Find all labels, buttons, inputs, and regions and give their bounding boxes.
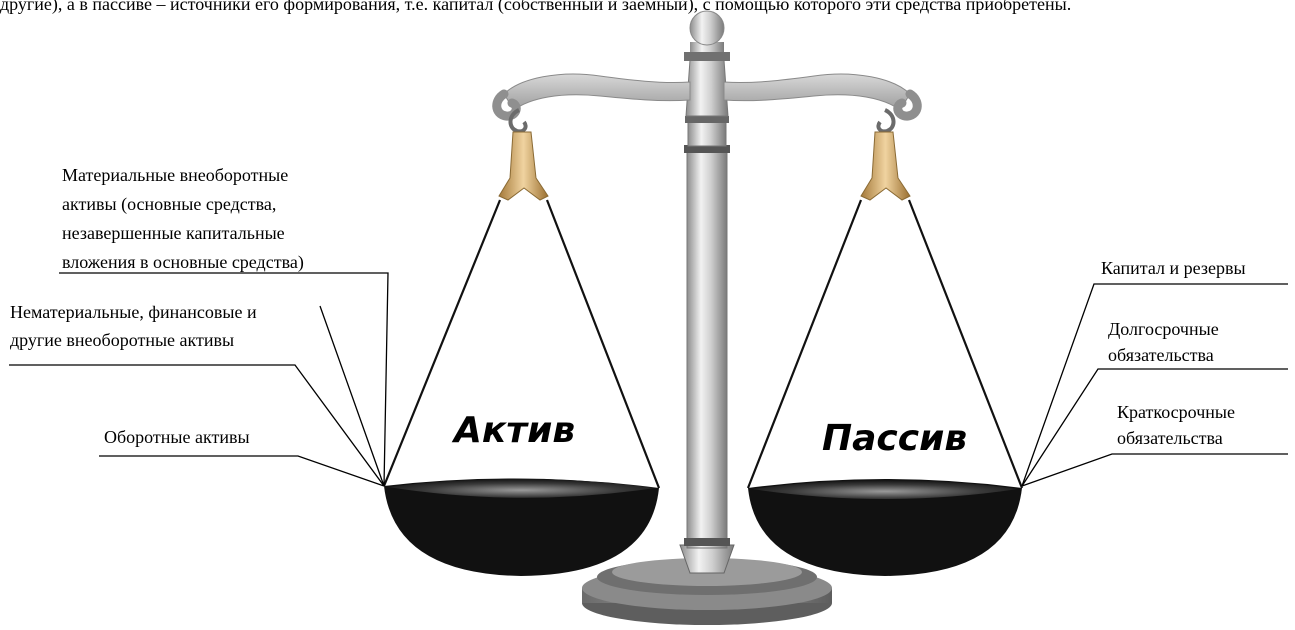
scale-base (582, 558, 832, 625)
right-ropes (746, 199, 1024, 489)
left-labels: Материальные внеоборотные активы (основн… (10, 165, 304, 447)
right-pan (748, 479, 1022, 576)
label-material-3: незавершенные капитальные (62, 223, 285, 243)
right-labels: Капитал и резервы Долгосрочные обязатель… (1101, 258, 1246, 448)
left-hook (498, 131, 549, 201)
left-pan (384, 478, 659, 576)
right-hook (860, 131, 911, 201)
top-text: другие), а в пассиве – источники его фор… (0, 0, 1071, 15)
label-long-term-2: обязательства (1108, 345, 1214, 365)
right-pan-title: Пассив (822, 418, 967, 459)
label-short-term-1: Краткосрочные (1117, 402, 1235, 422)
scale-beam (492, 73, 922, 134)
label-capital-reserves: Капитал и резервы (1101, 258, 1246, 278)
label-intangible-2: другие внеоборотные активы (10, 330, 234, 350)
label-long-term-1: Долгосрочные (1108, 319, 1219, 339)
left-ropes (382, 199, 661, 489)
scale-pole (679, 10, 735, 574)
left-leader-lines (9, 272, 389, 487)
label-current-assets: Оборотные активы (104, 427, 250, 447)
label-material-1: Материальные внеоборотные (62, 165, 288, 185)
label-material-2: активы (основные средства, (62, 194, 276, 215)
label-material-4: вложения в основные средства) (62, 252, 304, 273)
right-leader-lines (1021, 283, 1288, 487)
left-pan-title: Актив (451, 410, 575, 451)
label-intangible-1: Нематериальные, финансовые и (10, 302, 257, 322)
label-short-term-2: обязательства (1117, 428, 1223, 448)
